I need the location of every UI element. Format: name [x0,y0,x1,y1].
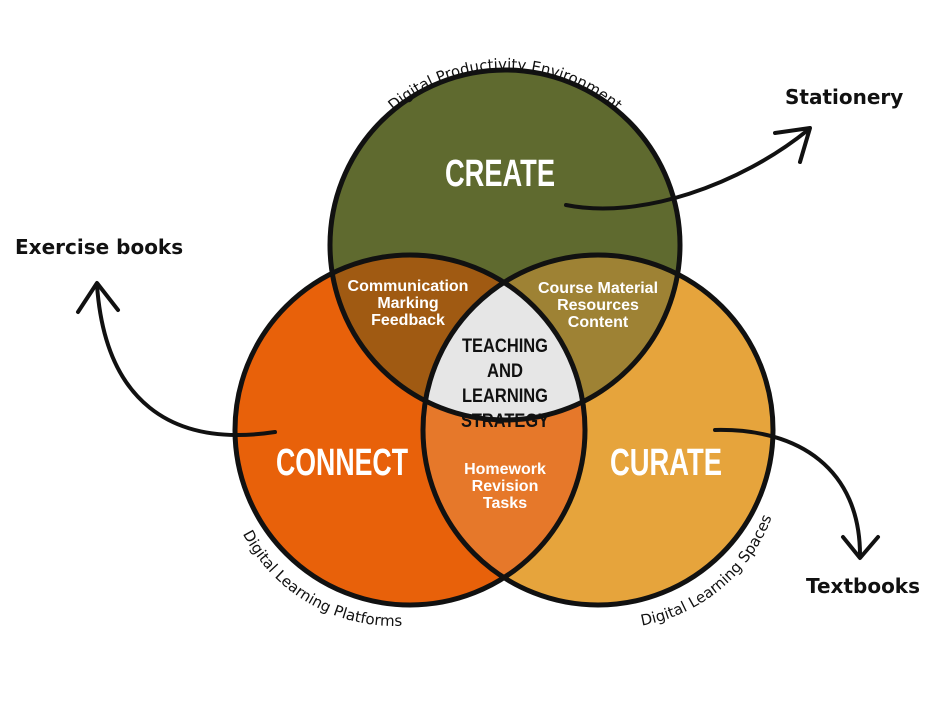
overlap-homework: Homework [464,461,546,478]
center-and: AND [487,361,523,382]
textbooks-arrow [713,427,862,557]
overlap-communication: Communication [348,278,469,295]
center-learning: LEARNING [462,386,548,407]
textbooks-arrowhead [841,535,880,560]
overlap-course-material: Course Material [538,280,658,297]
textbooks-label: Textbooks [806,574,920,598]
center-strategy: STRATEGY [461,411,549,432]
center-teaching: TEACHING [462,336,548,357]
exercise-books-label: Exercise books [15,235,183,259]
overlap-revision: Revision [472,478,539,495]
stationery-arrow [564,128,810,211]
overlap-marking: Marking [377,295,438,312]
overlap-tasks: Tasks [483,495,527,512]
overlap-resources: Resources [557,297,639,314]
overlap-feedback: Feedback [371,312,445,329]
stationery-arrowhead [773,126,812,164]
curate-label: CURATE [610,442,722,484]
stationery-label: Stationery [785,85,903,109]
exercise-books-arrow [95,283,277,437]
connect-label: CONNECT [276,442,408,484]
exercise-books-arrowhead [76,281,120,314]
circle-outlines [232,67,776,608]
create-label: CREATE [445,153,555,195]
center-overlap [423,255,585,420]
overlap-content: Content [568,314,629,331]
